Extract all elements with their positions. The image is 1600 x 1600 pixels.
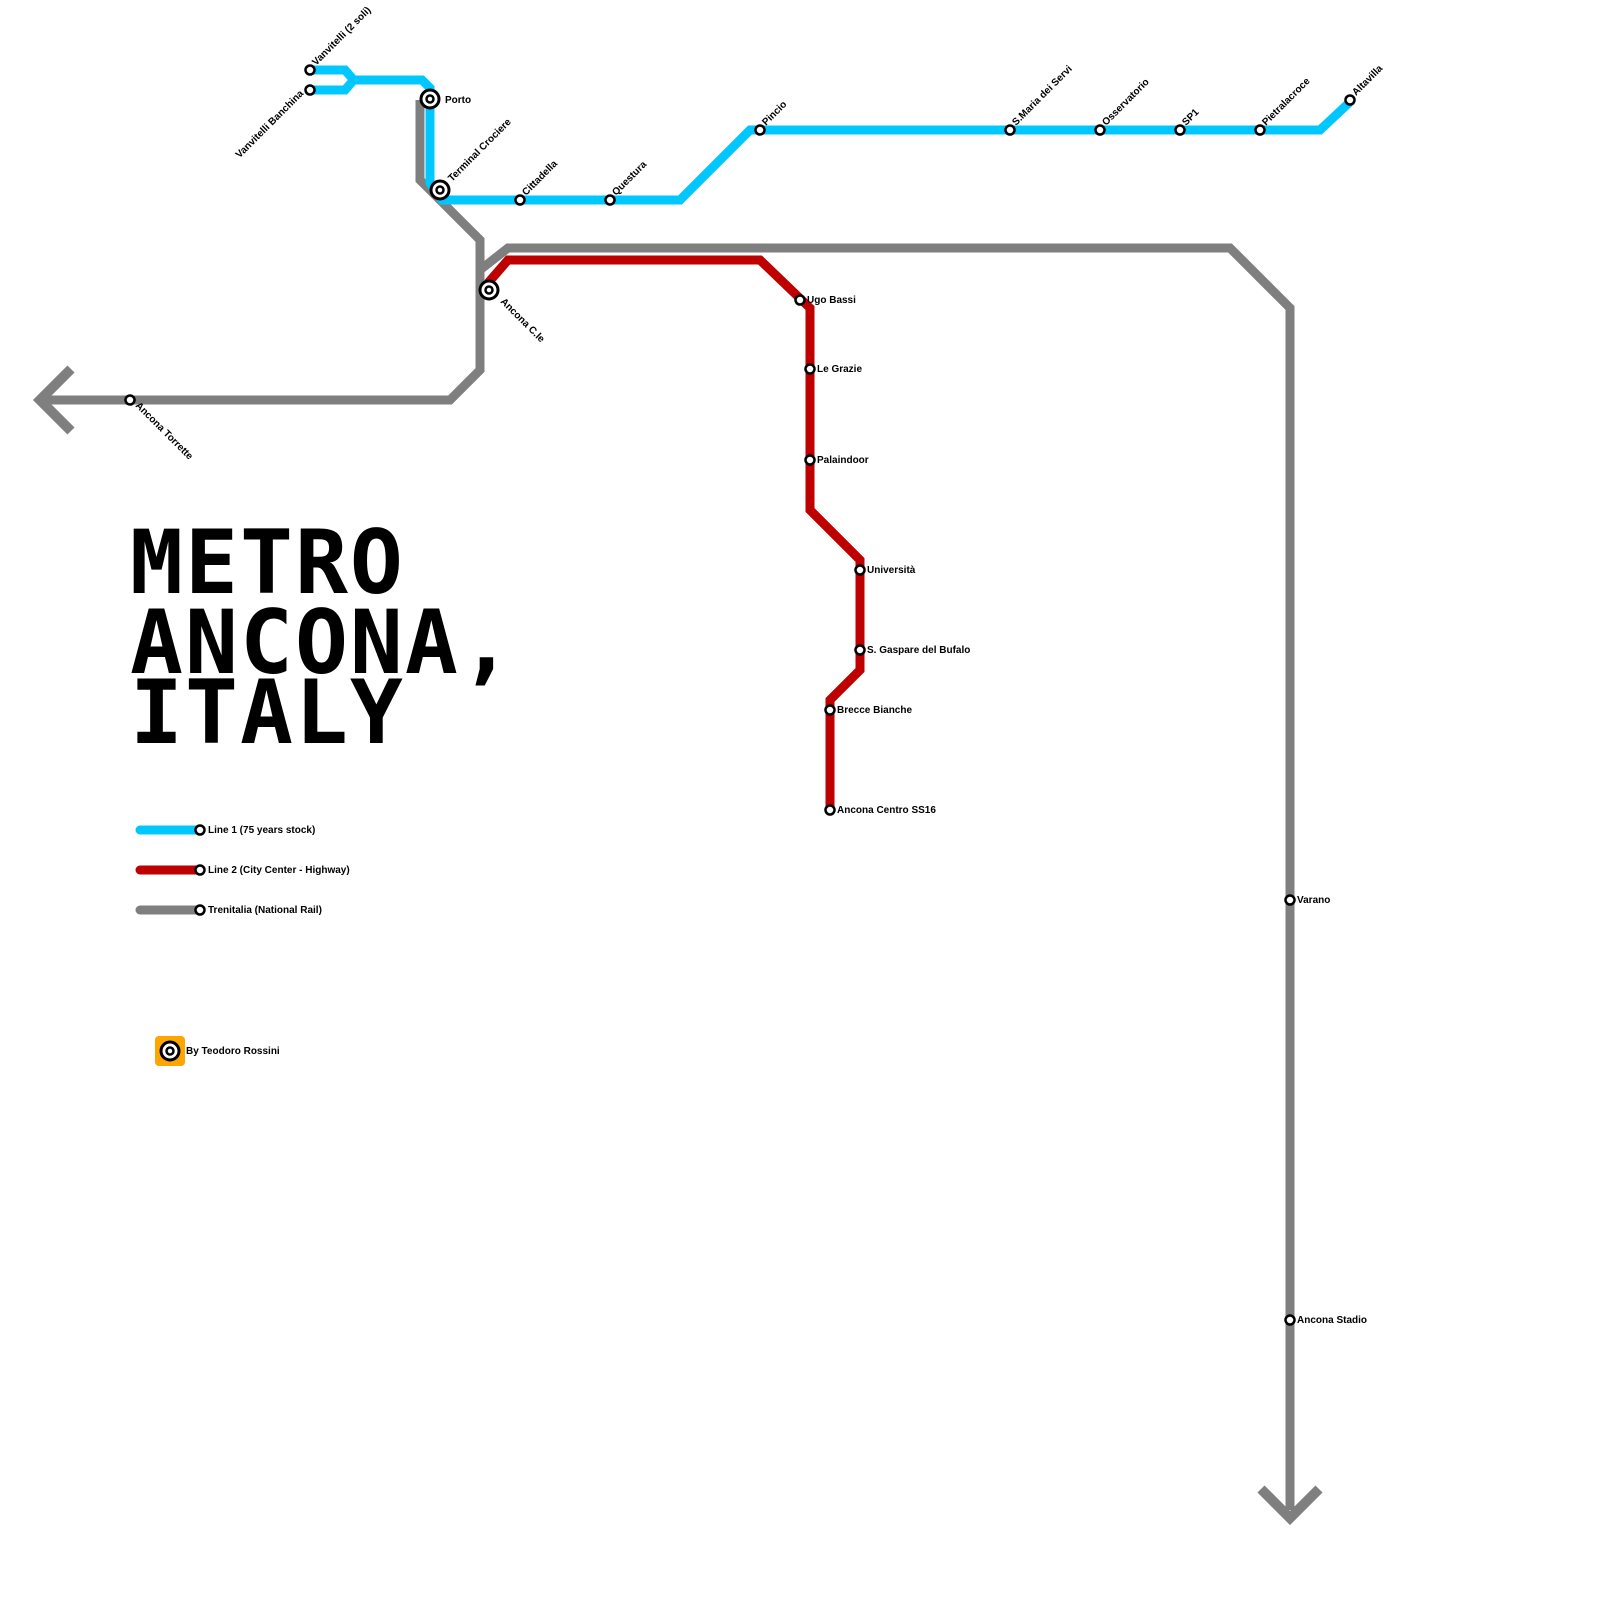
station-marker[interactable]	[1254, 124, 1266, 136]
rail-line	[32, 100, 1323, 1526]
station-label: Palaindoor	[817, 455, 869, 466]
station-vanvitelli-banchina[interactable]: Vanvitelli Banchina	[234, 84, 316, 161]
rail-segment-east	[475, 243, 1295, 1510]
legend-item-line1: Line 1 (75 years stock)	[135, 824, 315, 836]
station-label: S.Maria dei Servi	[1010, 64, 1075, 129]
station-s-gaspare-del-bufalo[interactable]: S. Gaspare del Bufalo	[854, 644, 971, 656]
station-varano[interactable]: Varano	[1284, 894, 1331, 906]
interchange-inner	[425, 94, 435, 104]
rail-arrow-west-icon	[32, 365, 75, 435]
station-label: Varano	[1297, 895, 1330, 906]
station-ancona-centro-ss16[interactable]: Ancona Centro SS16	[824, 804, 937, 816]
station-label: Vanvitelli (2 soli)	[310, 5, 373, 68]
station-marker[interactable]	[794, 294, 806, 306]
station-ancona-torrette[interactable]: Ancona Torrette	[124, 394, 196, 463]
legend: Line 1 (75 years stock) Line 2 (City Cen…	[135, 824, 350, 916]
station-label: Questura	[610, 159, 649, 198]
line2	[484, 255, 865, 810]
line1-path	[350, 75, 1356, 205]
line1-branch-lower	[310, 79, 356, 95]
station-label: Le Grazie	[817, 364, 862, 375]
title-line-2: ANCONA,	[130, 591, 515, 694]
legend-item-line2: Line 2 (City Center - Highway)	[135, 864, 350, 876]
credit-label: By Teodoro Rossini	[186, 1046, 280, 1057]
station-s-maria-dei-servi[interactable]: S.Maria dei Servi	[1004, 64, 1075, 136]
station-label: Osservatorio	[1100, 77, 1151, 128]
station-label: S. Gaspare del Bufalo	[867, 645, 970, 656]
station-marker[interactable]	[1094, 124, 1106, 136]
station-marker[interactable]	[514, 194, 526, 206]
legend-label: Line 2 (City Center - Highway)	[208, 865, 350, 876]
station-label: Pincio	[760, 99, 789, 128]
station-label: Terminal Crociere	[446, 116, 514, 184]
line1-branch-upper	[310, 65, 356, 81]
station-marker[interactable]	[304, 64, 316, 76]
station-universita[interactable]: Università	[854, 564, 916, 576]
legend-station-icon	[194, 864, 206, 876]
station-label: Pietralacroce	[1260, 76, 1313, 129]
station-marker[interactable]	[1284, 894, 1296, 906]
legend-item-rail: Trenitalia (National Rail)	[135, 904, 322, 916]
station-marker[interactable]	[854, 564, 866, 576]
legend-label: Trenitalia (National Rail)	[208, 905, 322, 916]
station-label: Ancona Stadio	[1297, 1315, 1367, 1326]
station-brecce-bianche[interactable]: Brecce Bianche	[824, 704, 913, 716]
station-marker[interactable]	[804, 454, 816, 466]
map-title: METRO ANCONA, ITALY	[130, 511, 515, 764]
station-marker[interactable]	[1284, 1314, 1296, 1326]
station-altavilla[interactable]: Altavilla	[1344, 63, 1386, 106]
interchange-inner	[435, 185, 445, 195]
station-marker[interactable]	[1174, 124, 1186, 136]
line1	[310, 65, 1356, 205]
station-label: Ugo Bassi	[807, 295, 856, 306]
station-marker[interactable]	[824, 804, 836, 816]
station-label: Porto	[445, 95, 471, 106]
station-label: Brecce Bianche	[837, 705, 912, 716]
title-line-3: ITALY	[130, 661, 405, 764]
station-palaindoor[interactable]: Palaindoor	[804, 454, 869, 466]
station-ugo-bassi[interactable]: Ugo Bassi	[794, 294, 857, 306]
station-label: Cittadella	[520, 158, 560, 198]
station-label: Vanvitelli Banchina	[234, 88, 307, 161]
station-label: Ancona C.le	[498, 296, 547, 345]
station-marker[interactable]	[604, 194, 616, 206]
station-label: Università	[867, 565, 916, 576]
station-label: SP1	[1180, 107, 1201, 128]
station-marker[interactable]	[824, 704, 836, 716]
station-label: Ancona Centro SS16	[837, 805, 936, 816]
station-marker[interactable]	[754, 124, 766, 136]
interchange-inner	[165, 1046, 175, 1056]
interchange-inner	[484, 285, 494, 295]
credit: By Teodoro Rossini	[155, 1036, 280, 1066]
station-ancona-stadio[interactable]: Ancona Stadio	[1284, 1314, 1368, 1326]
legend-station-icon	[194, 824, 206, 836]
station-vanvitelli-2-soli[interactable]: Vanvitelli (2 soli)	[304, 5, 374, 76]
station-label: Altavilla	[1350, 63, 1385, 98]
rail-arrow-south-icon	[1257, 1485, 1323, 1526]
station-marker[interactable]	[1344, 94, 1356, 106]
station-marker[interactable]	[304, 84, 316, 96]
station-le-grazie[interactable]: Le Grazie	[804, 363, 863, 375]
title-line-1: METRO	[130, 511, 405, 614]
station-label: Ancona Torrette	[133, 400, 195, 462]
legend-station-icon	[194, 904, 206, 916]
station-marker[interactable]	[854, 644, 866, 656]
station-marker[interactable]	[804, 363, 816, 375]
station-marker[interactable]	[1004, 124, 1016, 136]
station-porto[interactable]: Porto	[419, 88, 471, 110]
station-ancona-cle[interactable]: Ancona C.le	[478, 279, 547, 345]
station-marker[interactable]	[124, 394, 136, 406]
line2-path	[484, 255, 865, 810]
station-terminal-crociere[interactable]: Terminal Crociere	[429, 116, 514, 201]
rail-segment-west	[40, 100, 485, 405]
legend-label: Line 1 (75 years stock)	[208, 825, 315, 836]
